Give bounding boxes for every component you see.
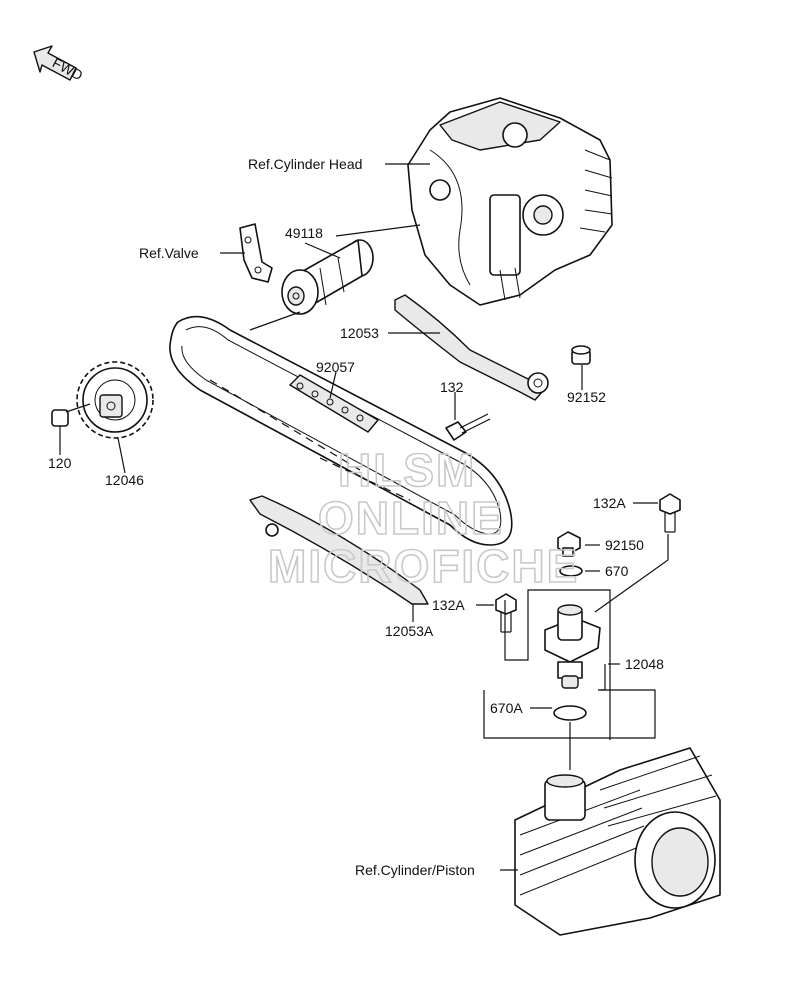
valve-bracket (239, 223, 273, 283)
o-ring-670 (559, 565, 583, 577)
label-ref-cylinder-piston: Ref.Cylinder/Piston (355, 862, 475, 878)
camshaft (281, 239, 374, 315)
bolt-132 (445, 413, 491, 441)
label-12053: 12053 (340, 325, 379, 341)
chain-guide-lower (249, 495, 429, 605)
bolt-132a-top (659, 493, 681, 533)
cam-sprocket (76, 361, 154, 439)
label-12048: 12048 (625, 656, 664, 672)
cap-bolt (557, 531, 581, 557)
watermark: HLSM ONLINE MICROFICHE (267, 443, 579, 593)
part-labels: Ref.Cylinder Head 49118 Ref.Valve 12053 … (48, 156, 664, 878)
label-12046: 12046 (105, 472, 144, 488)
label-132a-mid: 132A (432, 597, 465, 613)
label-ref-cylinder-head: Ref.Cylinder Head (248, 156, 362, 172)
label-92150: 92150 (605, 537, 644, 553)
label-92057: 92057 (316, 359, 355, 375)
label-120: 120 (48, 455, 72, 471)
cylinder-piston (514, 747, 721, 936)
label-670: 670 (605, 563, 629, 579)
o-ring-670a (553, 705, 587, 721)
label-670a: 670A (490, 700, 523, 716)
label-92152: 92152 (567, 389, 606, 405)
label-132: 132 (440, 379, 464, 395)
watermark-line-2: ONLINE (318, 492, 504, 544)
fwd-arrow-icon: FWD (33, 45, 86, 83)
chain-guide-upper (394, 294, 549, 401)
label-132a-top: 132A (593, 495, 626, 511)
watermark-line-1: HLSM (338, 444, 476, 496)
leader-lines (59, 163, 669, 871)
chain-tensioner (544, 604, 601, 689)
watermark-line-3: MICROFICHE (268, 540, 579, 592)
timing-chain (169, 315, 513, 546)
collar (571, 345, 591, 365)
bolt-120 (51, 403, 91, 427)
label-12053a: 12053A (385, 623, 434, 639)
chain-segment (289, 374, 379, 433)
label-ref-valve: Ref.Valve (139, 245, 199, 261)
bolt-132a-mid (495, 593, 517, 633)
label-49118: 49118 (285, 225, 323, 241)
cylinder-head (407, 97, 613, 306)
